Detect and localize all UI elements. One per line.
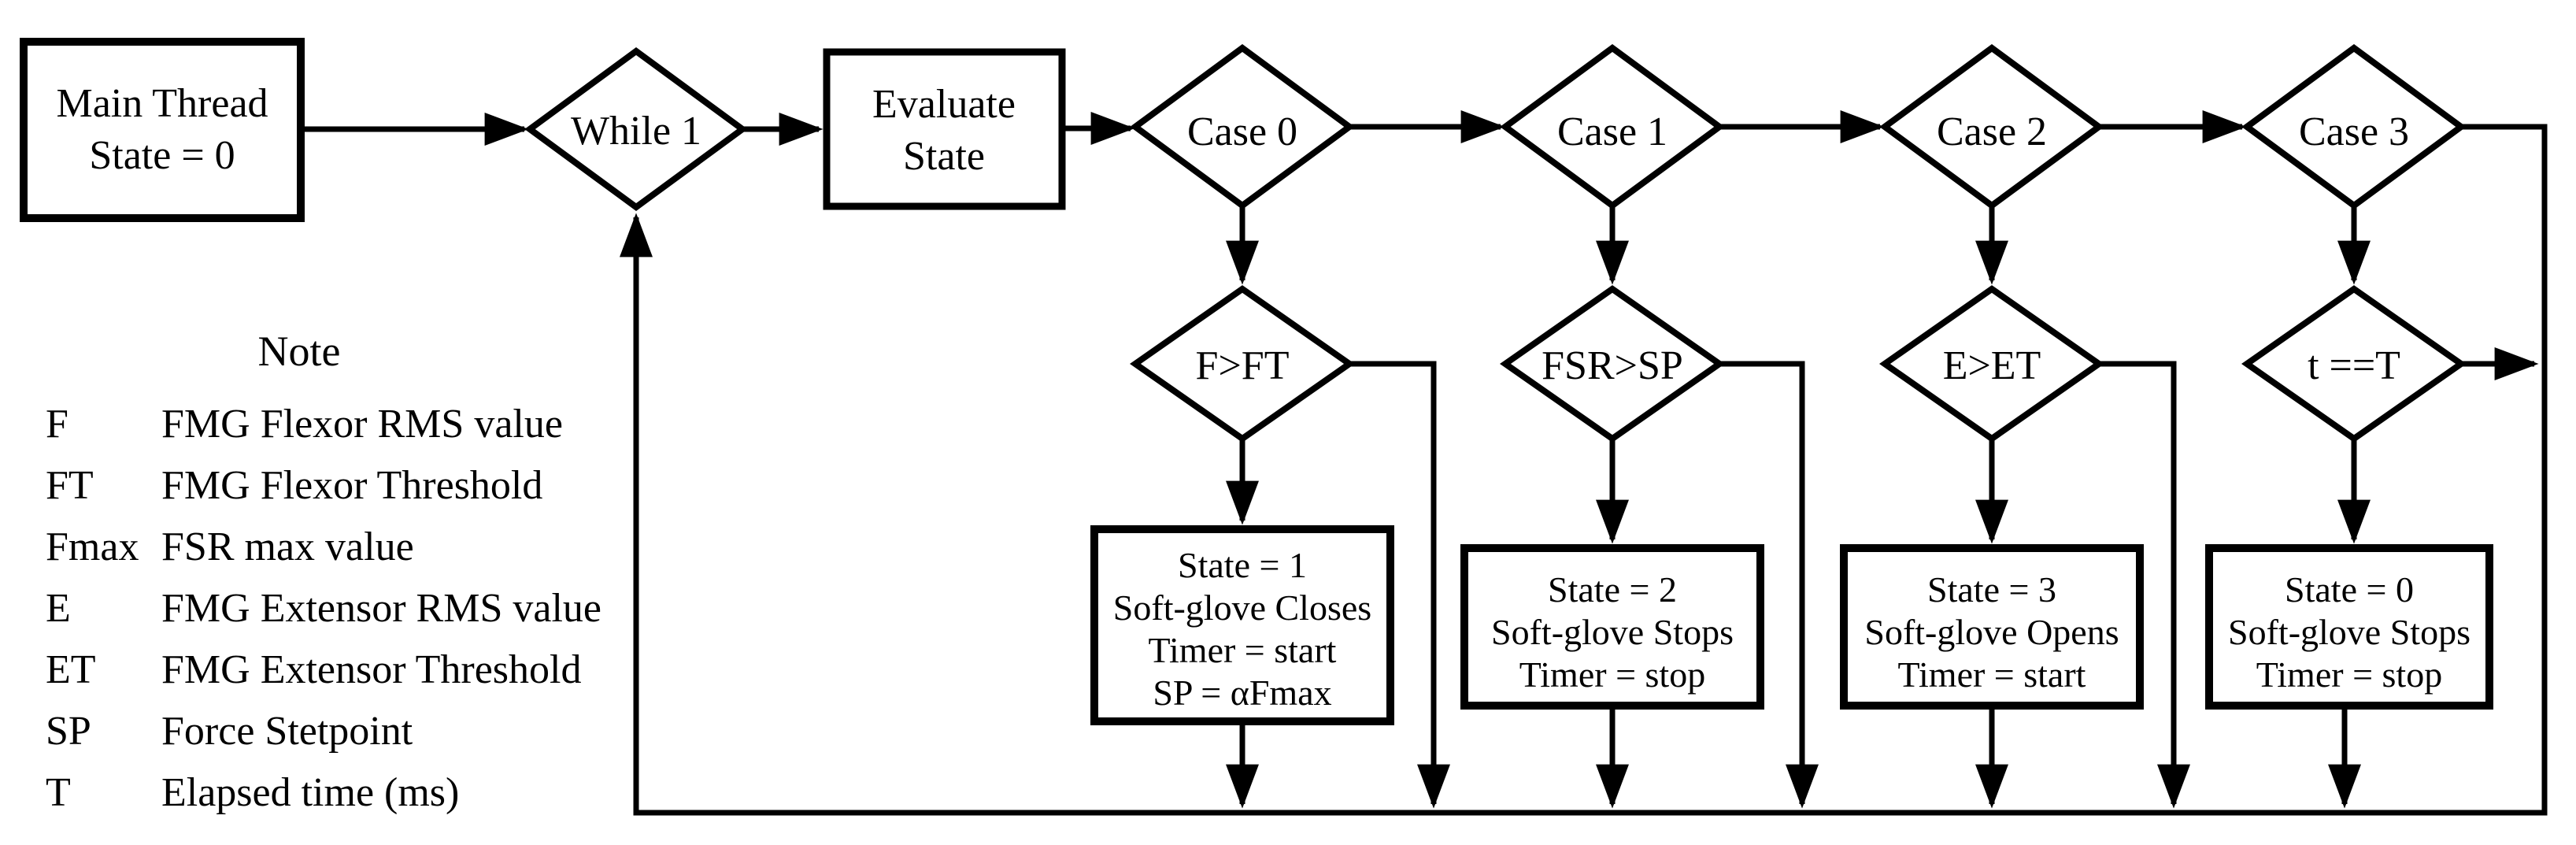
node-main-thread: [20, 38, 305, 222]
note-desc-et: FMG Extensor Threshold: [161, 647, 581, 692]
action-0-line2: Soft-glove Closes: [1113, 587, 1371, 628]
flowchart-edges: [301, 110, 2548, 816]
note-desc-t: Elapsed time (ms): [161, 770, 459, 815]
node-cond-fsr-gt-sp: [1500, 285, 1725, 443]
note-desc-ft: FMG Flexor Threshold: [161, 463, 542, 508]
evaluate-state-label-line2: State: [903, 134, 985, 179]
node-case-0: [1130, 44, 1355, 209]
case-1-label: Case 1: [1557, 109, 1667, 154]
action-1-line1: State = 2: [1548, 569, 1677, 610]
note-symbol-sp: SP: [46, 709, 91, 754]
node-action-state2: [1460, 544, 1764, 710]
arrow-cond0-bypass-to-rail: [1349, 361, 1450, 809]
action-0-line3: Timer = start: [1149, 630, 1337, 670]
cond-1-label: FSR>SP: [1542, 343, 1683, 388]
while-loop-label: While 1: [571, 109, 701, 154]
node-action-state3: [1840, 544, 2144, 710]
note-desc-f: FMG Flexor RMS value: [161, 402, 563, 447]
flowchart-nodes: Main Thread State = 0 While 1 Evaluate S…: [20, 38, 2493, 725]
case-2-label: Case 2: [1937, 109, 2047, 154]
node-case-2: [1879, 44, 2104, 209]
arrow-feedback-loop: [620, 124, 2548, 816]
action-1-line3: Timer = stop: [1519, 654, 1705, 695]
case-0-label: Case 0: [1187, 109, 1297, 154]
action-2-line2: Soft-glove Opens: [1864, 612, 2119, 652]
action-1-line2: Soft-glove Stops: [1491, 612, 1734, 652]
node-action-state1: [1090, 525, 1394, 725]
case-3-label: Case 3: [2299, 109, 2409, 154]
note-desc-e: FMG Extensor RMS value: [161, 586, 601, 631]
action-3-line1: State = 0: [2285, 569, 2414, 610]
cond-0-label: F>FT: [1196, 343, 1290, 388]
node-cond-e-gt-et: [1879, 285, 2104, 443]
action-0-line1: State = 1: [1178, 545, 1307, 585]
main-thread-label-line1: Main Thread: [56, 81, 268, 126]
action-3-line2: Soft-glove Stops: [2228, 612, 2471, 652]
cond-2-label: E>ET: [1943, 343, 2041, 388]
note-symbol-f: F: [46, 402, 68, 447]
action-2-line3: Timer = start: [1898, 654, 2086, 695]
action-0-line4: SP = αFmax: [1153, 673, 1331, 713]
note-symbol-fmax: Fmax: [46, 524, 139, 569]
note-symbol-ft: FT: [46, 463, 94, 508]
note-legend: Note F FMG Flexor RMS value FT FMG Flexo…: [46, 328, 601, 815]
node-case-1: [1500, 44, 1725, 209]
note-symbol-et: ET: [46, 647, 96, 692]
cond-3-label: t ==T: [2308, 343, 2400, 388]
action-2-line1: State = 3: [1927, 569, 2056, 610]
note-symbol-t: T: [46, 770, 71, 815]
arrow-cond2-bypass-to-rail: [2099, 361, 2190, 809]
node-cond-f-gt-ft: [1130, 285, 1355, 443]
action-3-line3: Timer = stop: [2256, 654, 2442, 695]
note-desc-sp: Force Stetpoint: [161, 709, 413, 754]
note-title: Note: [258, 328, 341, 375]
main-thread-label-line2: State = 0: [89, 133, 235, 178]
note-desc-fmax: FSR max value: [161, 524, 414, 569]
evaluate-state-label-line1: Evaluate: [872, 82, 1016, 127]
node-cond-t-eq-t: [2241, 285, 2467, 443]
node-evaluate-state: [823, 48, 1066, 210]
note-symbol-e: E: [46, 586, 71, 631]
node-while-loop: [524, 47, 748, 211]
arrow-cond1-bypass-to-rail: [1719, 361, 1819, 809]
node-case-3: [2241, 44, 2467, 209]
node-action-state0: [2205, 544, 2493, 710]
